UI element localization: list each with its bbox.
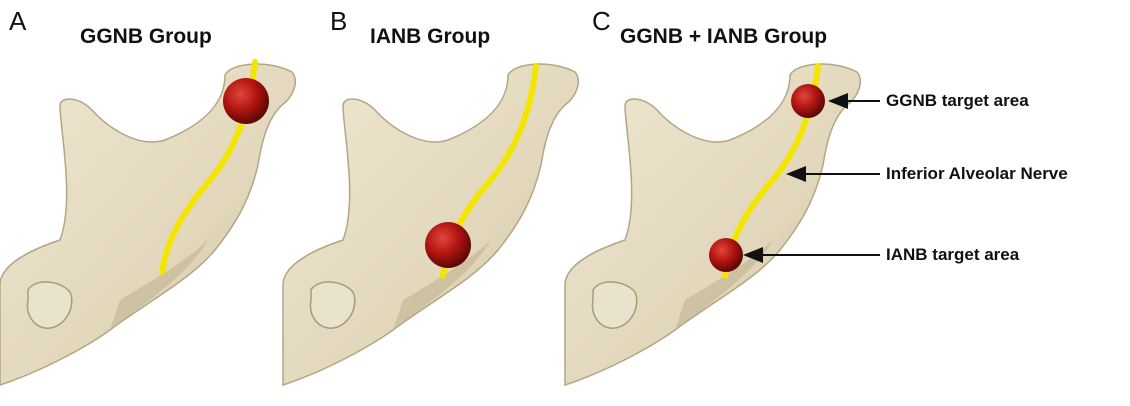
ianb-target-sphere [709, 238, 743, 272]
panel-c-letter: C [592, 6, 611, 37]
panel-a-letter: A [9, 6, 26, 37]
ianb-target-label: IANB target area [886, 245, 1019, 265]
ggnb-target-sphere [791, 84, 825, 118]
panel-b-letter: B [330, 6, 347, 37]
panel-b-title: IANB Group [370, 25, 490, 49]
ggnb-target-label: GGNB target area [886, 91, 1029, 111]
panel-b-mandible [283, 64, 578, 385]
ggnb-target-sphere [223, 78, 269, 124]
panel-a-mandible [0, 62, 295, 385]
nerve-label: Inferior Alveolar Nerve [886, 164, 1068, 184]
panel-a-title: GGNB Group [80, 25, 212, 49]
ianb-target-sphere [425, 222, 471, 268]
panel-c-mandible [565, 64, 860, 385]
panel-c-title: GGNB + IANB Group [620, 25, 827, 49]
mandible-bone [283, 64, 578, 385]
